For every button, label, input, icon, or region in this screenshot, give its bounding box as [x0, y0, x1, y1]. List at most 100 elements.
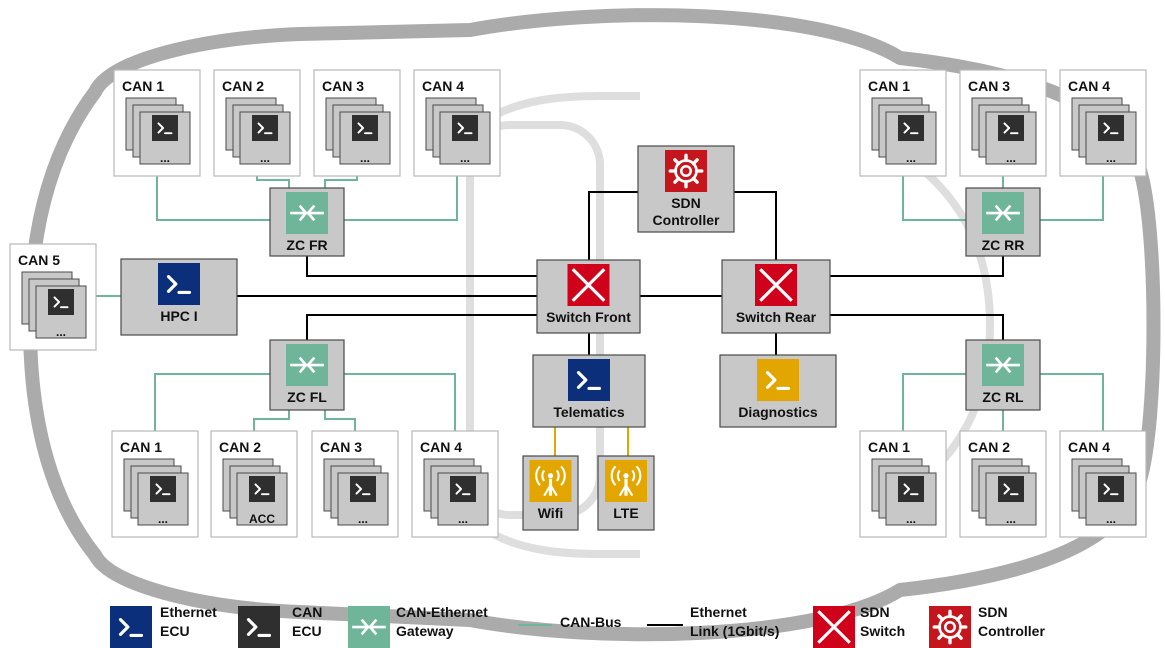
zone-controller-rl-label: ZC RL — [982, 389, 1024, 405]
can-ecu-terminal-icon — [998, 115, 1024, 141]
can-group-label: CAN 1 — [120, 439, 162, 455]
can-bus-fl-can2 — [253, 410, 290, 431]
lte-node-label: LTE — [613, 505, 638, 521]
legend-ethernet-ecu-icon — [110, 606, 152, 648]
can-ecu-terminal-icon — [452, 115, 478, 141]
can-bus-fr-can1 — [156, 172, 271, 221]
can-ecu-caption: ... — [358, 512, 368, 526]
switch-front-node: Switch Front — [536, 259, 641, 334]
can-ecu-caption: ... — [1006, 151, 1016, 165]
can-bus-rl-can4 — [1040, 373, 1104, 431]
wifi-node-label: Wifi — [538, 505, 564, 521]
can-group-fl-2: CAN 2 ACC — [210, 430, 298, 538]
can-group-rr-2: CAN 3... — [959, 69, 1047, 177]
zone-controller-fr-label: ZC FR — [286, 237, 327, 253]
gateway-arrows-icon — [286, 344, 328, 386]
antenna-icon — [605, 460, 647, 502]
diagnostics-node: Diagnostics — [719, 354, 837, 428]
legend-gateway-icon — [348, 606, 390, 648]
can-group-label: CAN 2 — [219, 439, 261, 455]
can-group-fl-3: CAN 3... — [311, 430, 399, 538]
gear-icon — [665, 150, 707, 192]
can-ecu-terminal-icon — [352, 115, 378, 141]
can-group-fl-1: CAN 1... — [111, 430, 199, 538]
can-group-fr-4: CAN 4... — [413, 69, 501, 177]
can-ecu-terminal-icon — [1098, 115, 1124, 141]
can-ecu-terminal-icon — [48, 289, 74, 315]
eth-switchrear-zcrr — [830, 256, 1004, 277]
can-bus-fl-can1 — [154, 373, 270, 431]
can-group-hpc-can5: CAN 5... — [9, 243, 97, 351]
can-group-label: CAN 4 — [1068, 78, 1110, 94]
can-bus-fl-can3 — [324, 410, 356, 431]
eth-controller-switchfront — [588, 191, 638, 260]
can-ecu-caption: ... — [906, 512, 916, 526]
legend-can-bus-label: CAN-Bus — [560, 614, 622, 630]
can-ecu-terminal-icon — [450, 476, 476, 502]
telematics-node-label: Telematics — [553, 404, 625, 420]
eth-controller-switchrear — [734, 191, 777, 260]
legend-sdn-switch-label: SDN — [860, 604, 890, 620]
zone-controller-rr-label: ZC RR — [982, 237, 1025, 253]
can-group-rr-3: CAN 4... — [1059, 69, 1147, 177]
legend-sdn-controller-label: Controller — [978, 623, 1045, 639]
switch-front-node-label: Switch Front — [546, 309, 631, 325]
can-ecu-terminal-icon — [898, 476, 924, 502]
can-ecu-caption: ... — [460, 151, 470, 165]
can-group-fr-2: CAN 2... — [213, 69, 301, 177]
can-group-fr-3: CAN 3... — [313, 69, 401, 177]
can-group-label: CAN 2 — [968, 439, 1010, 455]
can-group-label: CAN 1 — [122, 78, 164, 94]
eth-switchrear-zcrl — [830, 314, 1004, 340]
legend-gateway-label: CAN-Ethernet — [396, 604, 488, 620]
can-ecu-caption: ... — [1006, 512, 1016, 526]
can-group-label: CAN 4 — [422, 78, 464, 94]
legend-gateway-label: Gateway — [396, 623, 454, 639]
can-bus-fl-can4 — [342, 373, 456, 431]
can-group-rl-3: CAN 4... — [1059, 430, 1147, 538]
terminal-icon — [757, 359, 799, 401]
can-ecu-terminal-icon — [152, 115, 178, 141]
terminal-icon — [568, 359, 610, 401]
can-ecu-caption: ... — [1106, 151, 1116, 165]
can-ecu-terminal-icon — [150, 476, 176, 502]
legend-ethernet-ecu-label: Ethernet — [160, 604, 217, 620]
legend-sdn-switch-label: Switch — [860, 623, 905, 639]
wifi-node: Wifi — [522, 455, 579, 531]
legend-sdn-controller-label: SDN — [978, 604, 1008, 620]
can-group-label: CAN 2 — [222, 78, 264, 94]
hpc-node: HPC I — [120, 258, 238, 336]
zone-controller-fr: ZC FR — [269, 187, 345, 257]
switch-cross-icon — [755, 264, 797, 306]
sdn-controller-node-label: SDN — [671, 195, 701, 211]
zone-controller-rl: ZC RL — [965, 339, 1041, 411]
zone-controller-rr: ZC RR — [965, 187, 1041, 257]
can-ecu-terminal-icon — [350, 476, 376, 502]
can-bus-rl-can1 — [902, 373, 966, 431]
terminal-icon — [158, 263, 200, 305]
legend-ethernet-link-label: Link (1Gbit/s) — [690, 623, 779, 639]
can-bus-rr-can1 — [902, 172, 966, 221]
can-ecu-caption: ... — [360, 151, 370, 165]
diagnostics-node-label: Diagnostics — [738, 404, 818, 420]
can-group-rl-1: CAN 1... — [859, 430, 947, 538]
can-ecu-terminal-icon — [252, 115, 278, 141]
gateway-arrows-icon — [982, 344, 1024, 386]
can-ecu-caption: ACC — [249, 512, 275, 526]
can-bus-fr-can4 — [343, 172, 458, 221]
can-ecu-caption: ... — [906, 151, 916, 165]
gateway-arrows-icon — [286, 192, 328, 234]
can-ecu-terminal-icon — [249, 476, 275, 502]
telematics-node: Telematics — [532, 354, 646, 428]
hpc-node-label: HPC I — [160, 308, 197, 324]
can-group-rl-2: CAN 2... — [959, 430, 1047, 538]
can-ecu-terminal-icon — [898, 115, 924, 141]
legend-can-ecu-icon — [238, 606, 280, 648]
can-group-label: CAN 3 — [320, 439, 362, 455]
can-ecu-caption: ... — [458, 512, 468, 526]
can-group-label: CAN 1 — [868, 78, 910, 94]
legend-sdn-switch-icon — [813, 606, 855, 648]
legend-ethernet-link-label: Ethernet — [690, 604, 747, 620]
